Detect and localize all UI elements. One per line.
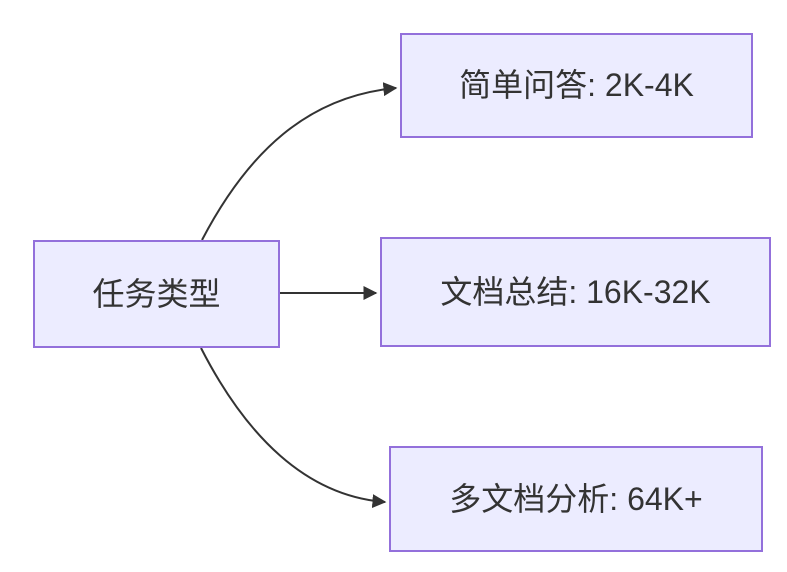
edge-root-to-top [201,82,398,241]
node-simple-qa: 简单问答: 2K-4K [400,33,753,138]
node-multi-doc-analysis-label: 多文档分析: 64K+ [449,480,703,517]
node-task-type-label: 任务类型 [92,275,221,312]
node-doc-summary: 文档总结: 16K-32K [380,237,771,347]
node-doc-summary-label: 文档总结: 16K-32K [440,273,711,310]
node-simple-qa-label: 简单问答: 2K-4K [459,67,694,104]
node-multi-doc-analysis: 多文档分析: 64K+ [389,446,763,552]
node-task-type: 任务类型 [33,240,280,348]
edge-root-to-bottom [200,347,387,509]
